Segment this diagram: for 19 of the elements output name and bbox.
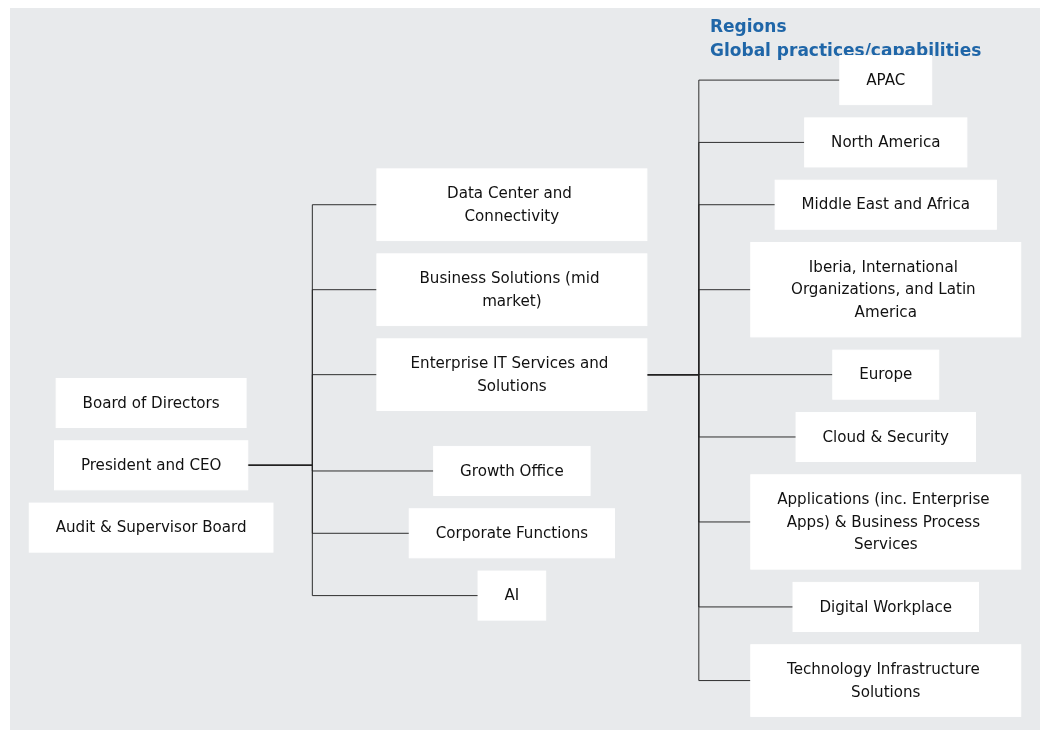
connector [646, 374, 752, 682]
node-box: Applications (inc. Enterprise Apps) & Business Process Services [750, 474, 1022, 570]
node-box: Corporate Functions [408, 508, 615, 559]
node-box: Europe [832, 349, 940, 400]
node-box: President and CEO [54, 440, 249, 491]
node-box: Enterprise IT Services and Solutions [376, 338, 648, 412]
node-box: Cloud & Security [795, 411, 976, 462]
node-box: Technology Infrastructure Solutions [750, 644, 1022, 717]
node-box: Business Solutions (mid market) [376, 253, 648, 327]
node-box: APAC [839, 55, 933, 106]
node-box: AI [477, 570, 547, 621]
node-box: North America [804, 117, 968, 168]
node-box: Growth Office [433, 445, 591, 496]
node-box: Middle East and Africa [774, 179, 997, 230]
node-box: Iberia, International Organizations, and Latin America [750, 242, 1022, 338]
connector [247, 464, 479, 597]
section-heading: Regions [710, 16, 788, 36]
node-box: Digital Workplace [792, 581, 979, 632]
node-box: Data Center and Connectivity [376, 168, 648, 242]
